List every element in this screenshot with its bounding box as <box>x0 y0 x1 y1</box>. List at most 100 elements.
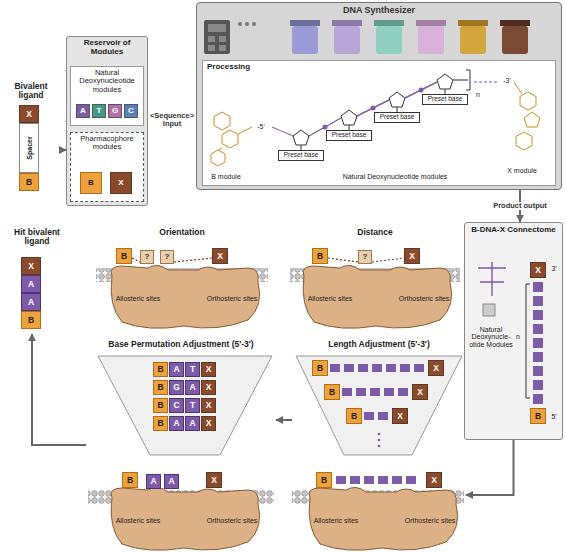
x-module: X <box>21 257 41 275</box>
flow-arrow <box>60 149 66 151</box>
nucleotide-tile: C <box>124 104 138 118</box>
edge-label: Product output <box>492 202 548 210</box>
site-label: Orthosteric sites <box>398 290 450 308</box>
a-module: A <box>21 293 41 311</box>
unknown-module: ? <box>160 250 174 264</box>
x-module: X <box>404 248 420 264</box>
unknown-module: ? <box>140 250 154 264</box>
b-module: B <box>530 408 546 424</box>
end-label: 5' <box>548 412 560 422</box>
a-module: A <box>185 416 200 431</box>
node-text: B <box>26 176 32 187</box>
g-module: G <box>169 380 184 395</box>
ligand-group: Hit bivalent ligandXAAB <box>2 226 72 334</box>
b-module: B <box>316 472 332 488</box>
x-module: X <box>412 384 428 400</box>
t-module: T <box>185 398 200 413</box>
node-text: DNA Synthesizer <box>197 3 561 16</box>
base-box: Preset base <box>422 94 468 105</box>
b-module: B <box>312 248 328 264</box>
module-label: Natural Deoxynucle-otide Modules <box>468 322 514 352</box>
x-module: X <box>212 248 228 264</box>
repeat-label: n <box>514 332 522 342</box>
node-text: Base Permutation Adjustment (5'-3') <box>86 338 276 349</box>
protein-art <box>88 258 464 550</box>
module-label: X module <box>500 166 544 176</box>
site-label: Orthosteric sites <box>404 512 456 530</box>
a-module: A <box>21 275 41 293</box>
b-module: B <box>21 311 41 329</box>
x-module: X <box>201 398 216 413</box>
b-module: B <box>312 360 328 376</box>
end-label: -5' <box>252 122 270 132</box>
node-text: Bivalent ligand <box>2 80 60 101</box>
a-module: A <box>169 416 184 431</box>
chemistry-art <box>211 70 540 166</box>
b-module: B <box>19 173 39 191</box>
synthesizer-art <box>204 20 530 54</box>
base-box: Preset base <box>374 112 420 123</box>
base-box: Preset base <box>278 150 324 161</box>
base-box: Preset base <box>326 130 372 141</box>
c-module: C <box>169 398 184 413</box>
node-text: Processing <box>203 61 555 72</box>
node-text: Pharmacophore modules <box>71 133 143 152</box>
x-module: X <box>428 360 444 376</box>
b-module: B <box>153 362 168 377</box>
synthesizer-panel: DNA SynthesizerProcessing <box>196 2 562 190</box>
b-module: B <box>80 172 102 194</box>
b-module: B <box>153 380 168 395</box>
x-module: X <box>201 380 216 395</box>
node-text: Reservoir of Modules <box>67 37 147 57</box>
b-module: B <box>153 416 168 431</box>
b-module: B <box>324 384 340 400</box>
a-module: A <box>164 474 179 489</box>
site-label: Allosteric sites <box>306 290 354 308</box>
x-module: X <box>201 416 216 431</box>
a-module: A <box>169 362 184 377</box>
node-text: Distance <box>290 226 460 237</box>
end-label: 3' <box>548 264 560 274</box>
flow-arrow <box>32 334 86 445</box>
node-text: Spacer <box>24 136 34 159</box>
connectome-box: B-DNA-X Connectome <box>464 222 563 440</box>
x-module: X <box>530 262 546 278</box>
nucleotide-tile: A <box>76 104 90 118</box>
nucleotide-tile: T <box>92 104 106 118</box>
node-text: B <box>88 179 94 188</box>
b-module: B <box>346 408 362 424</box>
site-label: Allosteric sites <box>114 512 162 530</box>
connectome-art <box>478 262 543 404</box>
b-module: B <box>122 472 138 488</box>
x-module: X <box>110 172 132 194</box>
node-text: Length Adjustment (5'-3') <box>292 338 466 349</box>
x-module: X <box>19 105 39 123</box>
site-label: Orthosteric sites <box>206 512 258 530</box>
node-text: X <box>118 179 123 188</box>
node-text: Hit bivalent ligand <box>2 226 72 247</box>
flow-arrow <box>276 419 292 421</box>
a-module: A <box>185 380 200 395</box>
panel: Orientation <box>96 226 268 334</box>
end-label: -3' <box>500 76 514 86</box>
ligand-group: Bivalent ligandX SpacerB <box>2 80 60 194</box>
flow-arrow <box>466 440 514 495</box>
processing-box: Processing <box>202 60 556 186</box>
t-module: T <box>185 362 200 377</box>
x-module: X <box>426 472 442 488</box>
x-module: X <box>201 362 216 377</box>
node-text: Orientation <box>96 226 268 237</box>
node-text: A <box>28 296 34 307</box>
b-module: B <box>153 398 168 413</box>
node-text: A <box>28 278 34 289</box>
site-label: Allosteric sites <box>312 512 360 530</box>
spacer: Spacer <box>19 123 39 173</box>
module-label: Natural Deoxynucleotide modules <box>330 172 460 182</box>
site-label: Orthosteric sites <box>206 290 258 308</box>
node-text: B <box>28 314 34 325</box>
pharmacophore-box: Pharmacophore modulesB X <box>70 132 144 202</box>
node-text: Natural Deoxynucleotide modules <box>71 67 143 94</box>
reservoir-box: Reservoir of ModulesNatural Deoxynucleot… <box>66 36 148 206</box>
a-module: A <box>146 474 161 489</box>
repeat-label: n <box>474 90 482 100</box>
